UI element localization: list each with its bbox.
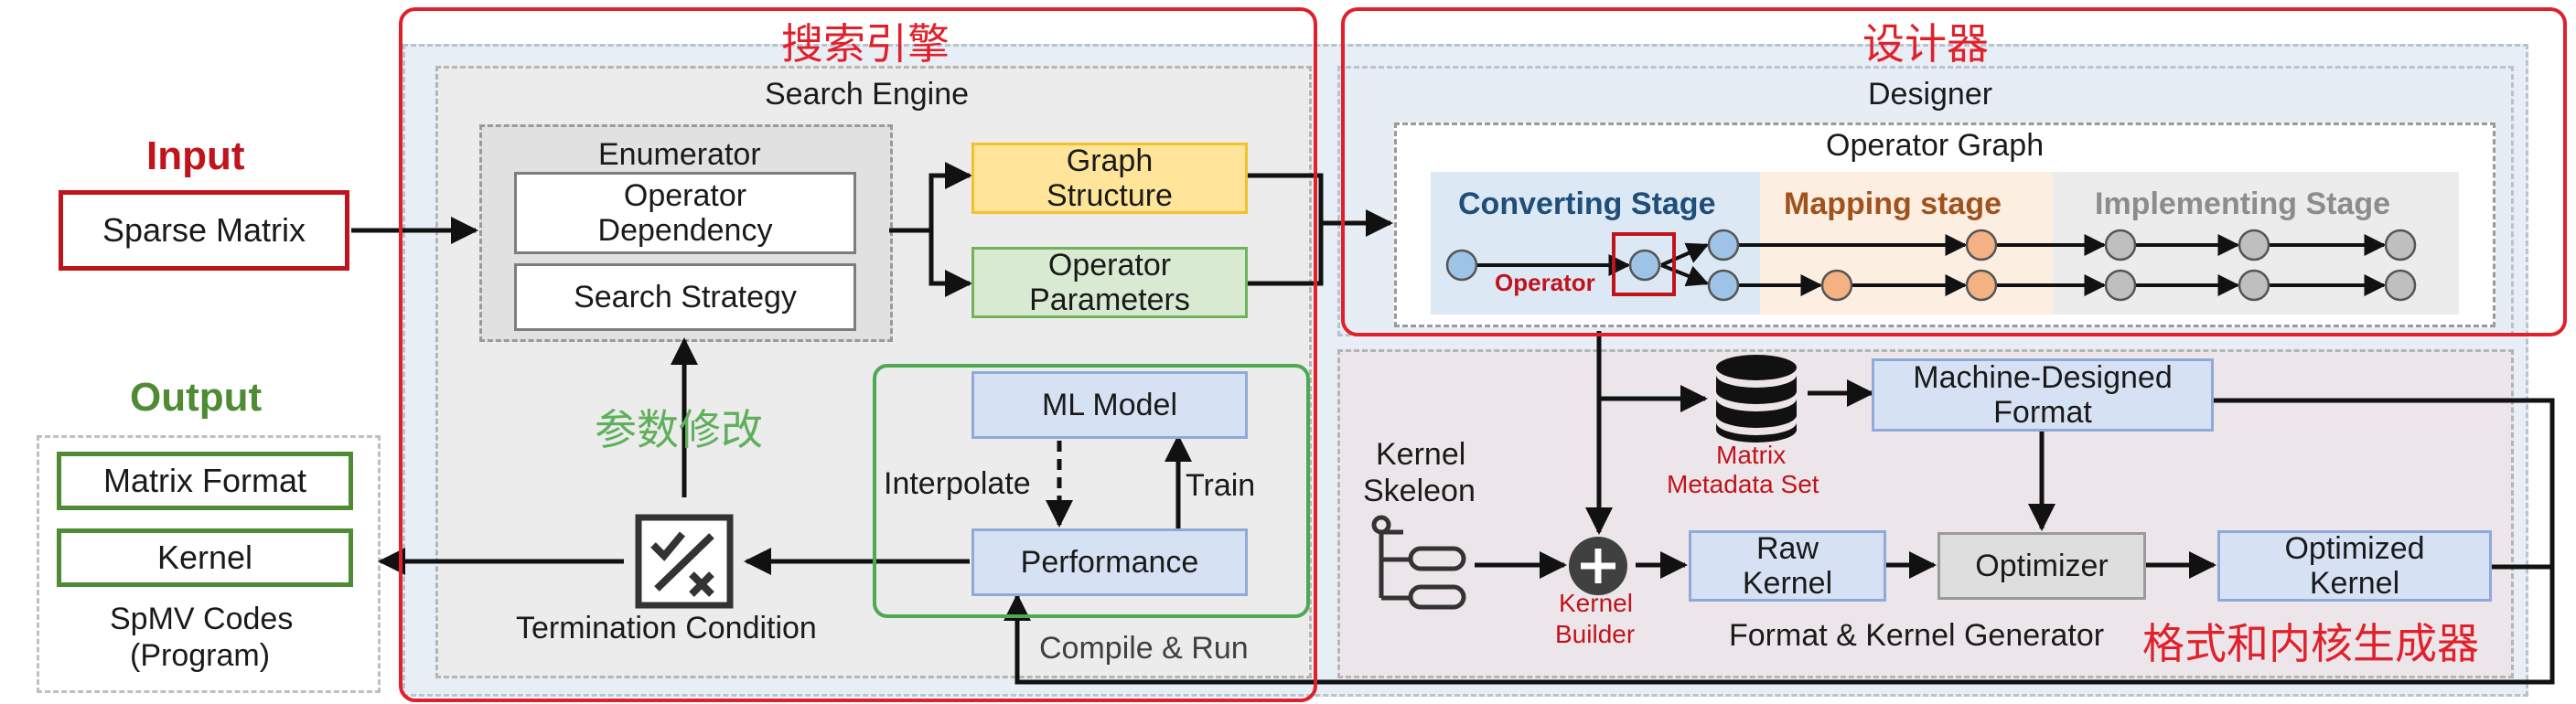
search-engine-title: Search Engine xyxy=(765,77,970,112)
ml-model-box: ML Model xyxy=(971,371,1248,439)
implementing-stage-label: Implementing Stage xyxy=(2095,187,2391,221)
generator-title: Format & Kernel Generator xyxy=(1729,618,2105,653)
kernel-builder-label-1: Kernel xyxy=(1559,589,1633,617)
operator-parameters-box: Operator Parameters xyxy=(971,247,1248,318)
mapping-stage-label: Mapping stage xyxy=(1784,187,2002,221)
graph-structure-box: Graph Structure xyxy=(971,143,1248,214)
plus-circle-icon xyxy=(1566,534,1630,598)
termination-condition-label: Termination Condition xyxy=(516,611,817,645)
train-label: Train xyxy=(1186,468,1256,503)
kernel-skeleton-tree-icon xyxy=(1368,514,1469,613)
sparse-matrix-box: Sparse Matrix xyxy=(59,190,349,271)
database-icon xyxy=(1711,353,1802,444)
output-heading: Output xyxy=(130,375,263,420)
checklist-termination-icon xyxy=(635,514,734,609)
kernel-builder-label-2: Builder xyxy=(1555,620,1636,648)
converting-stage-label: Converting Stage xyxy=(1458,187,1716,221)
kernel-output-box: Kernel xyxy=(57,528,353,587)
kernel-skeleton-label-1: Kernel xyxy=(1376,437,1466,472)
matrix-metadata-label-2: Metadata Set xyxy=(1667,470,1819,498)
search-strategy-box: Search Strategy xyxy=(514,263,856,331)
matrix-metadata-label-1: Matrix xyxy=(1716,441,1787,469)
designer-cn-title: 设计器 xyxy=(1862,19,1989,69)
param-modify-cn-label: 参数修改 xyxy=(595,405,763,454)
search-engine-frame xyxy=(399,7,1317,702)
interpolate-label: Interpolate xyxy=(884,466,1031,501)
spmv-codes-label: SpMV Codes xyxy=(110,602,294,636)
performance-box: Performance xyxy=(971,528,1248,596)
operator-dependency-box: Operator Dependency xyxy=(514,172,856,254)
spmv-program-label: (Program) xyxy=(130,638,271,673)
input-heading: Input xyxy=(146,133,245,178)
enumerator-label: Enumerator xyxy=(598,137,761,172)
optimized-kernel-box: Optimized Kernel xyxy=(2217,530,2492,602)
generator-cn-title: 格式和内核生成器 xyxy=(2142,619,2479,668)
designer-frame xyxy=(1341,7,2567,336)
operator-graph-label: Operator Graph xyxy=(1826,128,2045,163)
compile-run-label: Compile & Run xyxy=(1039,631,1249,666)
raw-kernel-box: Raw Kernel xyxy=(1689,530,1886,602)
designer-title: Designer xyxy=(1868,77,1993,112)
optimizer-box: Optimizer xyxy=(1937,532,2146,600)
search-engine-cn-title: 搜索引擎 xyxy=(781,19,950,69)
ml-loop-frame xyxy=(873,364,1310,618)
kernel-skeleton-label-2: Skeleon xyxy=(1363,474,1476,508)
operator-node-label: Operator xyxy=(1495,269,1595,296)
machine-designed-format-box: Machine-Designed Format xyxy=(1872,358,2214,432)
matrix-format-box: Matrix Format xyxy=(57,452,353,510)
